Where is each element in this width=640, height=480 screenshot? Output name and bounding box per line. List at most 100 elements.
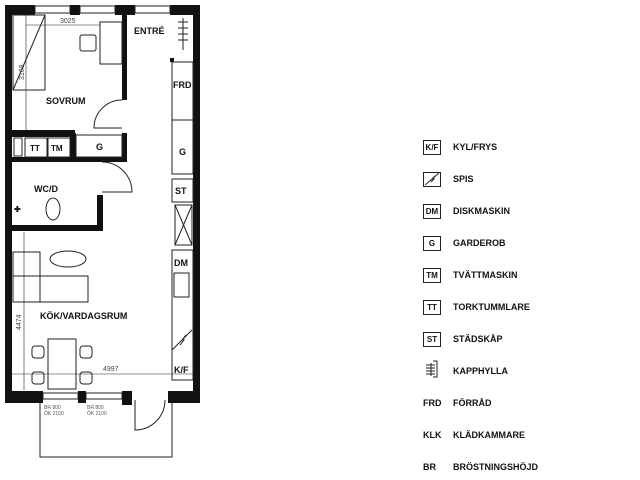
cabinet xyxy=(174,204,193,246)
legend-symbol: K/F xyxy=(423,139,441,155)
wall-bottom xyxy=(168,391,200,403)
sofa xyxy=(12,251,41,303)
chair xyxy=(31,345,45,359)
legend-label: DISKMASKIN xyxy=(453,206,511,216)
legend-item: FRD FÖRRÅD xyxy=(423,393,623,413)
dim-left: 4474 xyxy=(16,314,23,330)
chair xyxy=(31,371,45,385)
kitchen-counter xyxy=(171,249,194,381)
legend-symbol: ST xyxy=(423,331,441,347)
legend-symbol: BR xyxy=(423,462,436,472)
door-wc xyxy=(101,161,133,193)
wall-wc-bottom xyxy=(5,225,103,231)
g-box-2 xyxy=(171,119,194,175)
wall-top xyxy=(115,5,135,15)
tm-label: TM xyxy=(51,144,63,153)
legend-label: GARDEROB xyxy=(453,238,506,248)
legend-item: SPIS xyxy=(423,169,623,189)
wall-sovrum-bottom xyxy=(5,130,75,137)
legend-label: KAPPHYLLA xyxy=(453,366,509,376)
dim-bed: 3168 xyxy=(19,64,26,80)
balcony xyxy=(39,403,173,458)
wall xyxy=(70,133,76,160)
legend-item: KAPPHYLLA xyxy=(423,360,623,383)
legend-label: TORKTUMMLARE xyxy=(453,302,530,312)
dining-table xyxy=(47,338,77,390)
legend-label: SPIS xyxy=(453,174,474,184)
window xyxy=(85,392,123,400)
kf-label: K/F xyxy=(174,365,189,375)
coffee-table xyxy=(49,250,87,268)
wall-top xyxy=(170,5,200,15)
wall-left xyxy=(5,5,12,403)
legend-label: BRÖSTNINGSHÖJD xyxy=(453,462,539,472)
window xyxy=(134,5,171,14)
kapphylla-icon xyxy=(178,18,188,50)
room-wc: WC/D xyxy=(34,184,58,194)
legend-label: TVÄTTMASKIN xyxy=(453,270,518,280)
legend-label: KLÄDKAMMARE xyxy=(453,430,525,440)
legend-label: KYL/FRYS xyxy=(453,142,498,152)
room-sovrum: SOVRUM xyxy=(46,96,86,106)
wall-bottom xyxy=(78,391,86,403)
wall-wc xyxy=(97,195,103,230)
drain xyxy=(13,137,23,157)
bed xyxy=(12,14,46,91)
wall-top xyxy=(70,5,80,15)
window xyxy=(79,5,116,14)
wall-bottom xyxy=(122,391,132,405)
desk xyxy=(99,21,123,65)
tt-label: TT xyxy=(30,144,40,153)
kapphylla-icon xyxy=(423,360,441,383)
dim-top: 3025 xyxy=(60,18,76,25)
wall-right xyxy=(193,5,200,403)
dim-width: 4997 xyxy=(103,366,119,373)
legend-label: FÖRRÅD xyxy=(453,398,492,408)
st-box xyxy=(171,178,194,203)
window-br: BR 800 xyxy=(87,405,104,411)
g-label: G xyxy=(96,142,103,152)
bed-line xyxy=(12,14,46,91)
legend-item: KLK KLÄDKAMMARE xyxy=(423,425,623,445)
wall xyxy=(122,133,127,160)
st-label: ST xyxy=(175,186,187,196)
chair xyxy=(79,371,93,385)
legend-item: TT TORKTUMMLARE xyxy=(423,297,623,317)
chair xyxy=(79,34,97,52)
spis-icon xyxy=(423,171,441,187)
legend-item: ST STÄDSKÅP xyxy=(423,329,623,349)
legend-item: BR BRÖSTNINGSHÖJD xyxy=(423,457,623,477)
legend-symbol: TT xyxy=(423,299,441,315)
frd-box xyxy=(171,61,194,121)
legend-item: G GARDEROB xyxy=(423,233,623,253)
window-ok: ÖK 2100 xyxy=(44,410,64,417)
window xyxy=(42,392,79,400)
sofa xyxy=(12,275,89,303)
door-sovrum xyxy=(93,99,123,129)
wall-sovrum xyxy=(122,15,127,100)
legend-symbol: FRD xyxy=(423,398,442,408)
door-balcony xyxy=(134,399,166,431)
cabinet-cross xyxy=(174,204,193,246)
legend-item: TM TVÄTTMASKIN xyxy=(423,265,623,285)
legend-symbol: KLK xyxy=(423,430,442,440)
frd-label: FRD xyxy=(173,80,192,90)
toilet xyxy=(45,197,61,221)
shower-icon: ✚ xyxy=(14,205,21,214)
wall-top xyxy=(5,5,35,15)
wall xyxy=(170,58,174,62)
window-br: BR 800 xyxy=(44,405,61,411)
legend-symbol: G xyxy=(423,235,441,251)
g-box xyxy=(75,134,123,158)
legend-label: STÄDSKÅP xyxy=(453,334,503,344)
tt-box xyxy=(24,137,48,158)
legend-symbol: TM xyxy=(423,267,441,283)
wall-bottom xyxy=(5,391,43,403)
window xyxy=(34,5,71,14)
wall xyxy=(5,157,127,162)
chair xyxy=(79,345,93,359)
window-ok: ÖK 2100 xyxy=(87,410,107,417)
spis-icon xyxy=(171,329,193,351)
